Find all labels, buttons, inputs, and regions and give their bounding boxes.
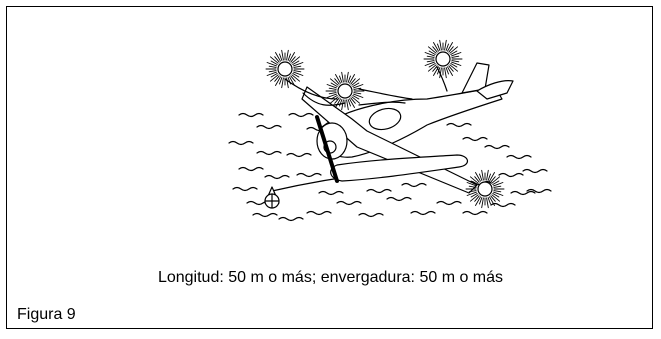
- wave-mark: [401, 182, 427, 188]
- wave-mark: [366, 188, 392, 194]
- wave-mark: [498, 172, 524, 178]
- wave-mark: [232, 186, 258, 192]
- navigation-lights: [265, 39, 505, 209]
- seaplane-illustration: [228, 39, 552, 222]
- buoy-icon: [264, 186, 280, 209]
- light-beam: [302, 92, 346, 106]
- wave-mark: [462, 210, 488, 216]
- wave-mark: [484, 144, 510, 150]
- wave-mark: [490, 202, 516, 208]
- wave-mark: [228, 140, 254, 146]
- wave-mark: [306, 210, 332, 216]
- water-waves: [228, 112, 552, 222]
- figure-label: Figura 9: [17, 306, 76, 323]
- wave-mark: [318, 190, 344, 196]
- seaplane-body: [301, 62, 514, 194]
- light-beam: [284, 78, 338, 100]
- wave-mark: [510, 190, 536, 196]
- wave-mark: [256, 150, 282, 156]
- light-icon: [265, 49, 305, 89]
- wave-mark: [526, 188, 552, 194]
- light-beam: [358, 88, 413, 100]
- light-beam: [436, 66, 448, 92]
- wave-mark: [288, 112, 314, 118]
- figure-frame: Longitud: 50 m o más; envergadura: 50 m …: [6, 6, 653, 329]
- wave-mark: [462, 136, 488, 142]
- light-icon: [465, 169, 505, 209]
- wave-mark: [522, 168, 548, 174]
- wave-mark: [238, 166, 264, 172]
- wave-mark: [446, 122, 472, 128]
- wave-mark: [410, 210, 436, 216]
- wave-mark: [256, 124, 282, 130]
- wave-mark: [252, 212, 278, 218]
- wave-mark: [278, 216, 304, 222]
- figure-caption: Longitud: 50 m o más; envergadura: 50 m …: [157, 269, 504, 286]
- wave-mark: [286, 152, 312, 158]
- wave-mark: [386, 196, 412, 202]
- wave-mark: [358, 212, 384, 218]
- light-beam: [358, 101, 406, 106]
- wave-mark: [296, 172, 322, 178]
- wave-mark: [436, 200, 462, 206]
- wave-mark: [336, 200, 362, 206]
- wave-mark: [506, 154, 532, 160]
- light-icon: [423, 39, 463, 79]
- wave-mark: [238, 112, 264, 118]
- wave-mark: [264, 174, 290, 180]
